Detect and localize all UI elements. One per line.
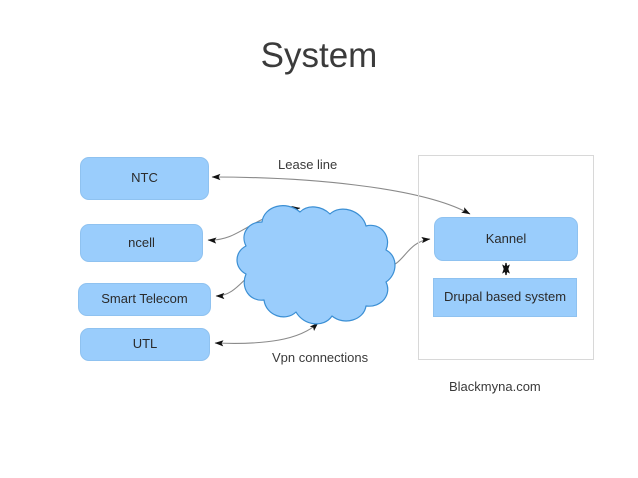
- node-kannel[interactable]: Kannel: [434, 217, 578, 261]
- connector-ntc-kannel: [211, 173, 471, 215]
- network-cloud: [236, 205, 396, 325]
- node-smart-telecom[interactable]: Smart Telecom: [78, 283, 211, 316]
- node-smart-telecom-label: Smart Telecom: [101, 291, 188, 307]
- node-ntc-label: NTC: [131, 170, 158, 186]
- node-kannel-label: Kannel: [485, 230, 527, 246]
- credit-text: Blackmyna.com: [449, 379, 541, 394]
- node-ntc[interactable]: NTC: [80, 157, 209, 200]
- connector-utl-cloud: [214, 322, 319, 347]
- edge-label-lease-line: Lease line: [278, 157, 338, 172]
- node-utl[interactable]: UTL: [80, 328, 210, 361]
- node-ncell-label: ncell: [128, 234, 155, 250]
- page-title: System: [260, 36, 378, 75]
- node-utl-label: UTL: [132, 336, 158, 352]
- node-ncell[interactable]: ncell: [80, 224, 203, 262]
- node-drupal-label: Drupal based system: [443, 289, 567, 305]
- system-boundary-container: [418, 155, 594, 360]
- node-drupal-based-system[interactable]: Drupal based system: [433, 278, 577, 317]
- edge-label-vpn-connections: Vpn connections: [272, 350, 369, 365]
